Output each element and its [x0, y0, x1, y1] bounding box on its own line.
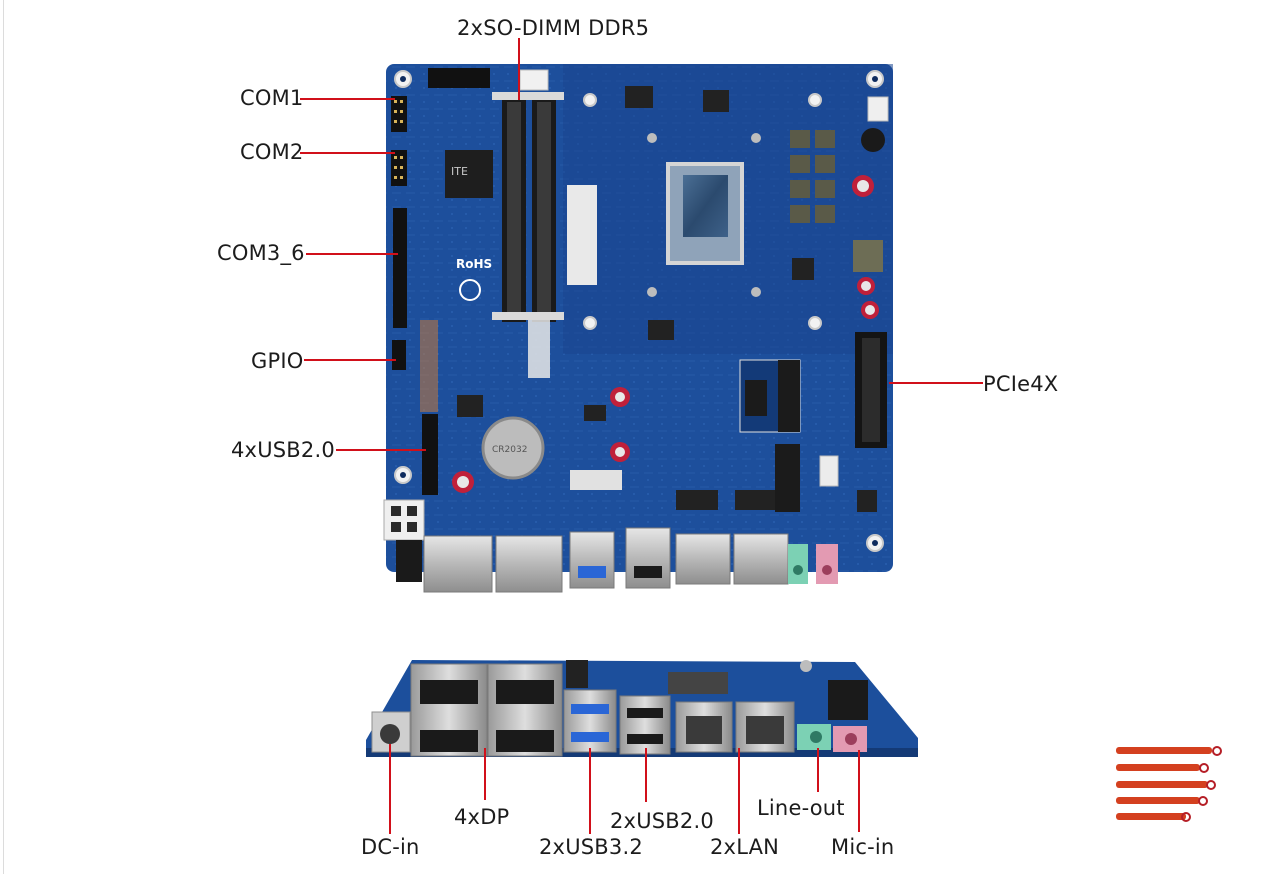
callout-line-pcie — [889, 382, 983, 384]
label-pcie: PCIe4X — [983, 372, 1059, 396]
label-so-dimm: 2xSO-DIMM DDR5 — [457, 16, 650, 40]
callout-line-dp — [484, 748, 486, 800]
label-usb2-header: 4xUSB2.0 — [231, 438, 335, 462]
label-usb3: 2xUSB3.2 — [539, 835, 643, 859]
callout-line-dc-in — [389, 744, 391, 834]
label-dp: 4xDP — [454, 805, 510, 829]
callout-line-usb2 — [645, 748, 647, 802]
cmos-battery — [481, 416, 545, 480]
label-line-out: Line-out — [757, 796, 845, 820]
callout-line-mic-in — [858, 750, 860, 832]
motherboard-side-view — [366, 660, 918, 757]
rear-io-top — [396, 527, 838, 593]
label-com2: COM2 — [240, 140, 304, 164]
label-lan: 2xLAN — [710, 835, 780, 859]
callout-line-usb2-header — [336, 449, 426, 451]
callout-line-line-out — [817, 748, 819, 792]
decorative-logo — [1116, 747, 1212, 820]
label-com1: COM1 — [240, 86, 304, 110]
callout-line-lan — [738, 748, 740, 834]
label-dc-in: DC-in — [361, 835, 420, 859]
svg-text:RoHS: RoHS — [456, 257, 492, 271]
callout-line-usb3 — [589, 748, 591, 834]
m2-slots — [739, 359, 801, 512]
callout-line-com1 — [300, 98, 395, 100]
label-com3-6: COM3_6 — [217, 241, 305, 265]
callout-line-com2 — [300, 152, 395, 154]
callout-line-gpio — [304, 359, 396, 361]
callout-line-com3-6 — [306, 253, 398, 255]
ite-label: ITE — [451, 165, 468, 178]
label-mic-in: Mic-in — [831, 835, 895, 859]
cpu — [666, 162, 744, 265]
callout-line-so-dimm — [518, 38, 520, 100]
svg-text:CR2032: CR2032 — [492, 445, 527, 455]
label-usb2: 2xUSB2.0 — [610, 809, 714, 833]
frame-edge — [3, 0, 4, 874]
label-gpio: GPIO — [251, 349, 304, 373]
so-dimm-slots — [492, 92, 564, 322]
